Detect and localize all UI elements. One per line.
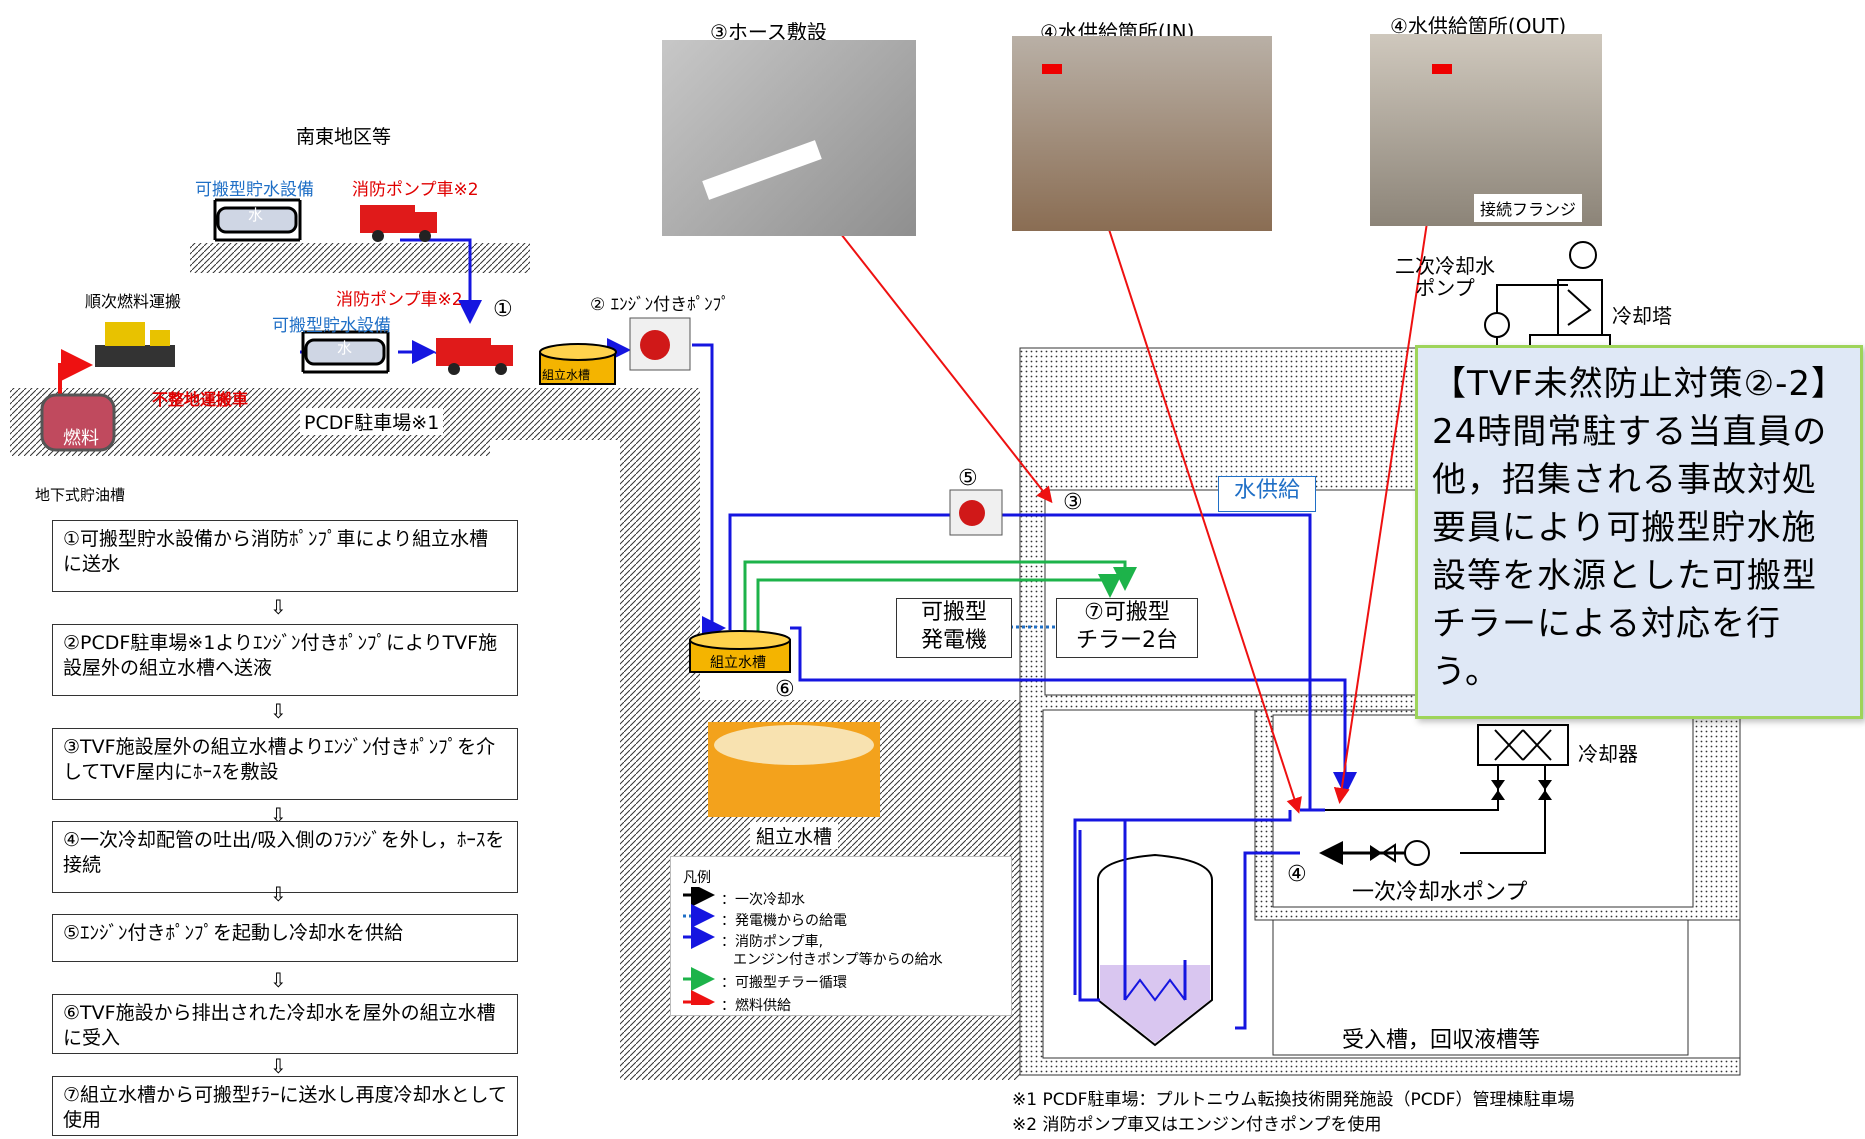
assembled-tank-small	[539, 343, 617, 385]
legend-generator-power: ：発電機からの給電	[721, 913, 847, 929]
step-arrow-2: ⇩	[270, 699, 287, 723]
step-arrow-1: ⇩	[270, 595, 287, 619]
fire-truck-1-label: 消防ポンプ車※2	[352, 180, 479, 200]
pcdf-parking-label: PCDF駐車場※1	[300, 408, 444, 435]
step-num-4: ④	[1287, 862, 1307, 887]
cooler-symbol	[1477, 724, 1569, 766]
step-7-box: ⑦組立水槽から可搬型ﾁﾗｰに送水し再度冷却水として使用	[52, 1076, 518, 1136]
engine-pump-label: ② ｴﾝｼﾞﾝ付きﾎﾟﾝﾌﾟ	[590, 295, 730, 315]
secondary-pump-label: 二次冷却水 ポンプ	[1395, 254, 1495, 300]
portable-storage-2-label: 可搬型貯水設備	[272, 316, 391, 336]
portable-generator-box: 可搬型 発電機	[896, 598, 1012, 658]
portable-storage-1-label: 可搬型貯水設備	[195, 180, 314, 200]
legend-swatches	[683, 887, 715, 1005]
step-5-box: ⑤ｴﾝｼﾞﾝ付きﾎﾟﾝﾌﾟを起動し冷却水を供給	[52, 914, 518, 962]
footnote-2: ※2 消防ポンプ車又はエンジン付きポンプを使用	[1012, 1115, 1382, 1135]
ground-upper-hatch	[190, 243, 530, 273]
fuel-transport-label: 順次燃料運搬	[85, 292, 182, 311]
step-num-6: ⑥	[775, 677, 795, 702]
step-6-box: ⑥TVF施設から排出された冷却水を屋外の組立水槽に受入	[52, 994, 518, 1054]
assembled-tank-small-label: 組立水槽	[542, 368, 591, 382]
legend-fire-pump-water: ：消防ポンプ車,	[721, 934, 824, 950]
footnote-1: ※1 PCDF駐車場：プルトニウム転換技術開発施設（PCDF）管理棟駐車場	[1012, 1090, 1575, 1110]
chiller-line2: チラー2台	[1076, 628, 1178, 653]
fire-truck-2	[436, 338, 513, 375]
supply-in-photo	[1012, 36, 1272, 231]
tank-photo-caption: 組立水槽	[750, 822, 839, 849]
step-1-box: ①可搬型貯水設備から消防ﾎﾟﾝﾌﾟ車により組立水槽に送水	[52, 520, 518, 592]
room-receiving	[1272, 919, 1689, 1056]
tvf-measure-callout: 【TVF未然防止対策②-2】24時間常駐する当直員の他，招集される事故対処要員に…	[1415, 345, 1863, 719]
fire-truck-2-label: 消防ポンプ車※2	[336, 290, 463, 310]
hose-photo	[662, 40, 916, 236]
step-3-box: ③TVF施設屋外の組立水槽よりｴﾝｼﾞﾝ付きﾎﾟﾝﾌﾟを介してTVF屋内にﾎｰｽ…	[52, 728, 518, 800]
portable-storage-1	[213, 198, 302, 242]
step-arrow-3: ⇩	[270, 803, 287, 827]
legend-primary-cooling: ：一次冷却水	[721, 892, 805, 908]
legend-title: 凡例	[683, 870, 711, 886]
legend: 凡例 ：一次冷却水 ：発電機からの給電 ：消防ポンプ車, エンジン付きポンプ等か…	[670, 856, 1012, 1016]
step-num-5: ⑤	[958, 466, 978, 491]
assembled-tank-center	[689, 630, 791, 673]
fuel-label: 燃料	[63, 428, 99, 449]
step-arrow-6: ⇩	[270, 1054, 287, 1078]
secondary-pump-symbol	[1484, 312, 1510, 338]
cooling-tower-label: 冷却塔	[1612, 304, 1672, 328]
assembled-tank-center-label: 組立水槽	[710, 655, 766, 671]
water-supply-box: 水供給	[1218, 476, 1316, 512]
receiving-tank-label: 受入槽，回収液槽等	[1342, 1028, 1541, 1053]
crawler-carrier	[95, 322, 175, 367]
legend-fuel-supply: ：燃料供給	[721, 998, 791, 1014]
generator-line2: 発電機	[920, 628, 987, 653]
water-label-1: 水	[248, 206, 264, 224]
cooler-label: 冷却器	[1578, 742, 1638, 766]
southeast-area-label: 南東地区等	[296, 126, 392, 148]
primary-pump-symbol	[1404, 840, 1430, 866]
step-4-box: ④一次冷却配管の吐出/吸入側のﾌﾗﾝｼﾞを外し，ﾎｰｽを接続	[52, 821, 518, 893]
flange-caption: 接続フランジ	[1474, 194, 1583, 222]
legend-chiller-loop: ：可搬型チラー循環	[721, 975, 847, 991]
portable-chiller-box: ⑦可搬型 チラー2台	[1056, 598, 1198, 658]
fuel-tank	[40, 393, 116, 452]
underground-tank-label: 地下式貯油槽	[35, 486, 126, 504]
supply-out-photo: 接続フランジ	[1370, 34, 1602, 226]
fire-truck-1	[360, 205, 437, 242]
chiller-line1: ⑦可搬型	[1084, 600, 1170, 625]
step-2-box: ②PCDF駐車場※1よりｴﾝｼﾞﾝ付きﾎﾟﾝﾌﾟによりTVF施設屋外の組立水槽へ…	[52, 624, 518, 696]
primary-pump-label: 一次冷却水ポンプ	[1352, 880, 1528, 905]
step-num-3: ③	[1063, 490, 1083, 515]
generator-line1: 可搬型	[920, 600, 987, 625]
portable-storage-2	[301, 330, 390, 374]
water-label-2: 水	[337, 339, 353, 357]
legend-fire-pump-water-2: エンジン付きポンプ等からの給水	[733, 952, 943, 968]
step-num-1: ①	[493, 297, 513, 322]
step-arrow-5: ⇩	[270, 968, 287, 992]
step-arrow-4: ⇩	[270, 882, 287, 906]
rough-terrain-label: 不整地運搬車	[152, 390, 249, 409]
